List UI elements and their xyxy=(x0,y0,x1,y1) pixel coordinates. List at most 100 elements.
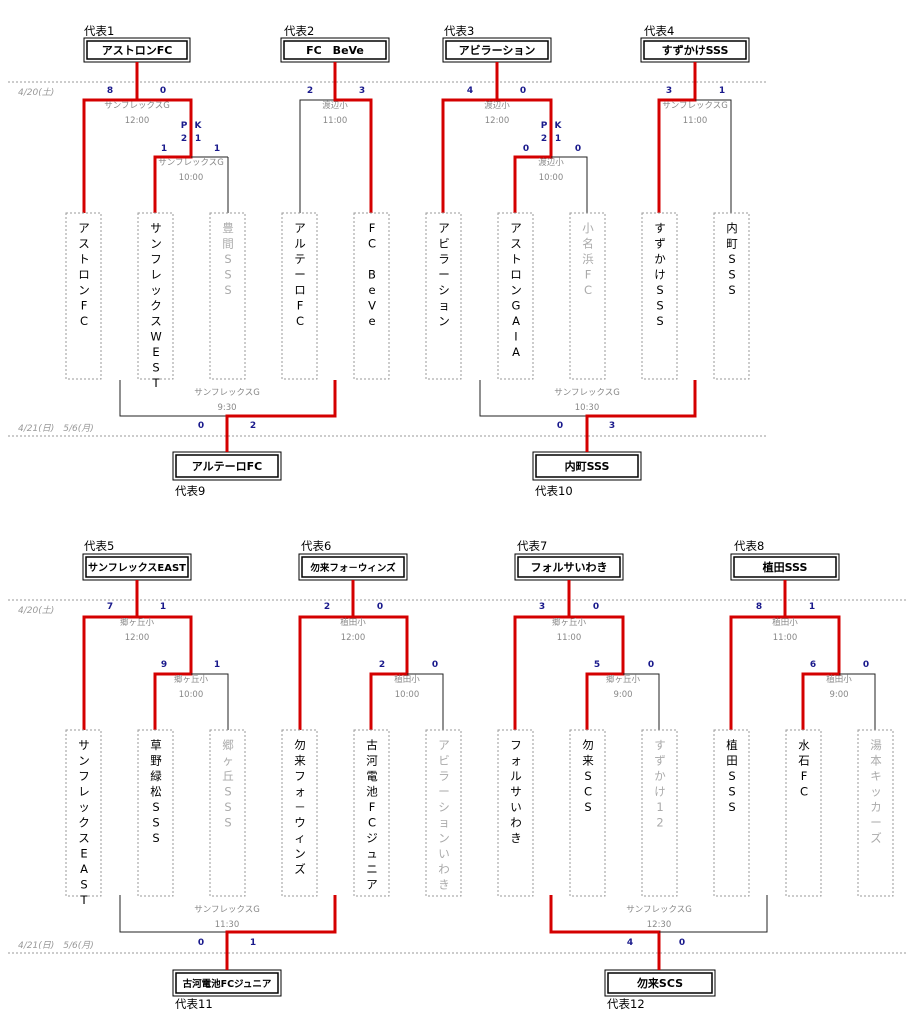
venue-time: 10:00 xyxy=(539,173,564,183)
score-value: 6 xyxy=(810,660,816,670)
venue-place: 郷ヶ丘小 xyxy=(606,674,641,685)
team-box xyxy=(857,729,894,897)
pk-label: K xyxy=(195,121,203,131)
rep-label: 代表3 xyxy=(444,24,474,38)
team-box xyxy=(353,212,390,380)
team-box xyxy=(497,729,534,897)
venue-place: 郷ヶ丘小 xyxy=(174,674,209,685)
rep-label: 代表5 xyxy=(84,539,114,553)
winner-name: 勿来SCS xyxy=(636,976,683,990)
winner-name: 古河電池FCジュニア xyxy=(183,978,272,990)
score-value: 4 xyxy=(467,86,473,96)
venue-time: 10:00 xyxy=(395,690,420,700)
score-value: 0 xyxy=(198,938,204,948)
winner-name: アビラーション xyxy=(459,43,536,57)
rep-label: 代表10 xyxy=(535,484,573,498)
winner-box: アストロンFC xyxy=(83,37,191,63)
score-value: 0 xyxy=(377,602,383,612)
venue-time: 12:00 xyxy=(485,116,510,126)
score-value: 4 xyxy=(627,938,633,948)
team-box xyxy=(65,729,102,897)
venue-place: サンフレックスG xyxy=(104,101,170,111)
score-value: 3 xyxy=(666,86,672,96)
venue-time: 11:00 xyxy=(557,633,582,643)
winner-box: フォルサいわき xyxy=(514,553,624,581)
score-value: 1 xyxy=(160,602,166,612)
winning-path xyxy=(549,895,661,970)
pk-label: 1 xyxy=(555,134,561,144)
score-value: 0 xyxy=(863,660,869,670)
score-value: 0 xyxy=(523,144,529,154)
winning-path xyxy=(82,62,139,213)
venue-place: サンフレックスG xyxy=(626,905,692,915)
score-value: 0 xyxy=(648,660,654,670)
team-box xyxy=(137,212,174,380)
score-value: 0 xyxy=(593,602,599,612)
venue-time: 11:00 xyxy=(683,116,708,126)
venue-place: 郷ヶ丘小 xyxy=(552,617,587,628)
team-name: アビラーションいわき xyxy=(438,738,450,892)
winning-path xyxy=(441,62,499,213)
score-value: 0 xyxy=(575,144,581,154)
team-box xyxy=(569,729,606,897)
winning-path xyxy=(298,580,355,730)
venue-time: 9:00 xyxy=(829,690,848,700)
team-box xyxy=(353,729,390,897)
bracket-line xyxy=(407,673,444,730)
venue-time: 12:30 xyxy=(647,920,672,930)
bracket-line xyxy=(191,673,229,730)
team-box xyxy=(65,212,102,380)
bracket-line xyxy=(839,673,876,730)
team-box xyxy=(281,212,318,380)
score-value: 0 xyxy=(557,421,563,431)
winner-name: 植田SSS xyxy=(762,560,808,574)
winner-box: 内町SSS xyxy=(532,451,642,481)
venue-place: 植田小 xyxy=(394,674,420,685)
venue-labels: サンフレックスG12:00サンフレックスG10:00渡辺小11:00渡辺小12:… xyxy=(104,100,852,930)
rep-label: 代表1 xyxy=(84,24,114,38)
venue-place: サンフレックスG xyxy=(158,158,224,168)
venue-time: 9:30 xyxy=(217,403,236,413)
venue-place: 植田小 xyxy=(772,617,798,628)
bracket-line xyxy=(623,673,660,730)
team-box xyxy=(713,729,750,897)
team-box xyxy=(713,212,750,380)
score-value: 0 xyxy=(432,660,438,670)
score-value: 7 xyxy=(107,602,113,612)
winner-name: アルテーロFC xyxy=(192,460,262,473)
score-value: 0 xyxy=(160,86,166,96)
score-value: 1 xyxy=(250,938,256,948)
winner-box: サンフレックスEAST xyxy=(82,553,192,581)
date-label: 4/21(日) 5/6(月) xyxy=(18,423,94,434)
score-value: 2 xyxy=(250,421,256,431)
venue-place: サンフレックスG xyxy=(194,388,260,398)
winner-name: アストロンFC xyxy=(102,44,173,57)
team-box xyxy=(281,729,318,897)
venue-time: 11:30 xyxy=(215,920,240,930)
winning-path xyxy=(225,380,337,452)
rep-label: 代表11 xyxy=(175,997,213,1011)
bracket-line xyxy=(479,380,587,417)
winner-name: フォルサいわき xyxy=(531,561,608,574)
date-label: 4/20(土) xyxy=(18,87,54,98)
rep-label: 代表9 xyxy=(175,484,205,498)
venue-time: 9:00 xyxy=(613,690,632,700)
venue-time: 10:00 xyxy=(179,173,204,183)
winner-name: 内町SSS xyxy=(565,459,610,473)
venue-place: サンフレックスG xyxy=(662,101,728,111)
winner-name: 勿来フォ－ウィンズ xyxy=(309,562,396,574)
score-value: 1 xyxy=(214,144,220,154)
team-box xyxy=(425,729,462,897)
pk-label: P xyxy=(541,121,548,131)
venue-place: 渡辺小 xyxy=(322,100,348,111)
